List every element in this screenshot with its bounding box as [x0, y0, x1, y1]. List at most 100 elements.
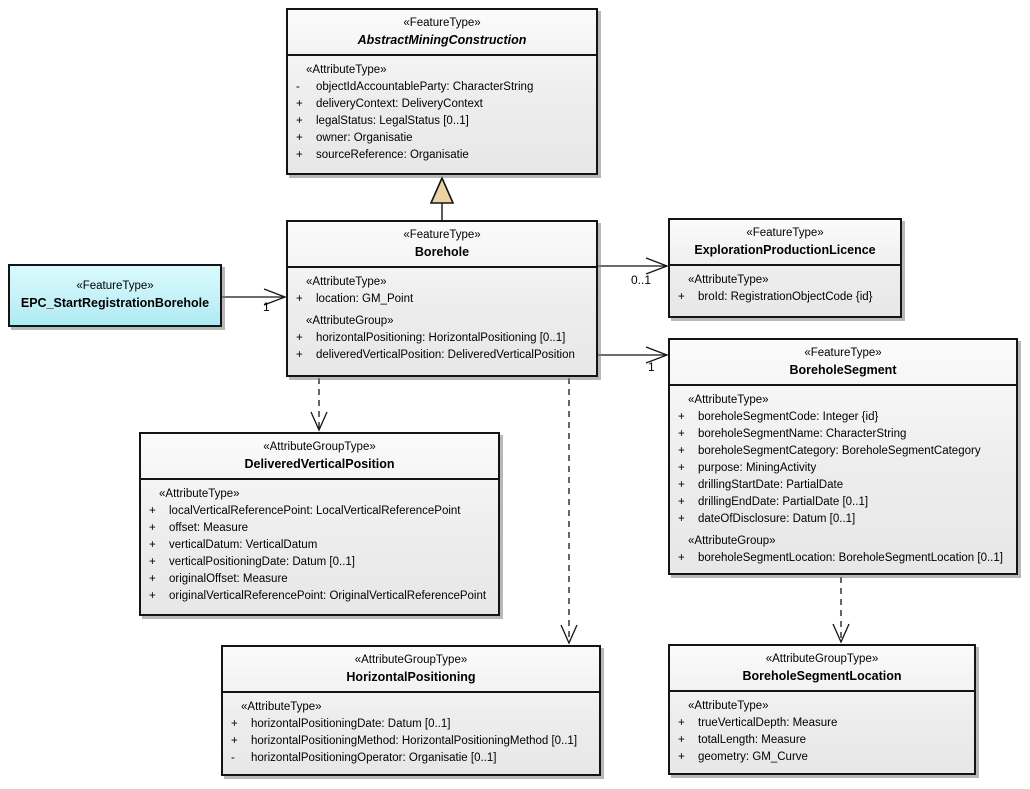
class-name: BoreholeSegmentLocation	[742, 669, 902, 683]
class-epc-startregistrationborehole[interactable]: «FeatureType» EPC_StartRegistrationBoreh…	[8, 264, 222, 327]
compartment-heading: «AttributeType»	[688, 394, 769, 406]
visibility-marker: +	[231, 718, 238, 730]
compartment-heading: «AttributeType»	[241, 701, 322, 713]
visibility-marker: +	[296, 98, 303, 110]
attribute-text: boreholeSegmentLocation: BoreholeSegment…	[698, 552, 1003, 564]
attribute-text: localVerticalReferencePoint: LocalVertic…	[169, 505, 461, 517]
attribute-text: owner: Organisatie	[316, 132, 413, 144]
class-explorationproductionlicence[interactable]: «FeatureType» ExplorationProductionLicen…	[668, 218, 902, 318]
stereotype-label: «FeatureType»	[804, 347, 882, 359]
visibility-marker: +	[149, 573, 156, 585]
multiplicity-label: 0..1	[631, 273, 652, 287]
attribute-text: boreholeSegmentName: CharacterString	[698, 428, 907, 440]
class-name: AbstractMiningConstruction	[357, 33, 527, 47]
class-header: «AttributeGroupType» HorizontalPositioni…	[223, 647, 599, 693]
attribute-text: broId: RegistrationObjectCode {id}	[698, 291, 873, 303]
visibility-marker: +	[296, 332, 303, 344]
class-boreholesegment[interactable]: «FeatureType» BoreholeSegment «Attribute…	[668, 338, 1018, 575]
attribute-compartment: «AttributeType» +boreholeSegmentCode: Int…	[670, 386, 1016, 567]
attribute-row: + boreholeSegmentLocation: BoreholeSegmen…	[678, 550, 1013, 567]
class-header: «FeatureType» EPC_StartRegistrationBoreh…	[10, 266, 220, 325]
visibility-marker: +	[296, 132, 303, 144]
connector-generalization-borehole-abstractminingconstruction[interactable]	[429, 176, 455, 220]
attribute-text: deliveredVerticalPosition: DeliveredVert…	[316, 349, 575, 361]
attribute-text: totalLength: Measure	[698, 734, 807, 746]
connector-dependency-borehole-deliveredverticalposition[interactable]	[310, 378, 328, 432]
attribute-text: verticalDatum: VerticalDatum	[169, 539, 318, 551]
attribute-text: location: GM_Point	[316, 293, 414, 305]
visibility-marker: +	[296, 149, 303, 161]
visibility-marker: +	[678, 717, 685, 729]
attribute-row: + trueVerticalDepth: Measure	[678, 715, 971, 732]
connector-dependency-borehole-horizontalpositioning[interactable]	[560, 378, 578, 645]
attribute-text: purpose: MiningActivity	[698, 462, 817, 474]
connector-association-epc-borehole[interactable]	[222, 288, 287, 306]
stereotype-label: «FeatureType»	[76, 280, 154, 292]
stereotype-label: «AttributeGroupType»	[354, 654, 468, 666]
visibility-marker: +	[678, 428, 685, 440]
class-deliveredverticalposition[interactable]: «AttributeGroupType» DeliveredVerticalPo…	[139, 432, 500, 616]
attribute-row: + offset: Measure	[149, 520, 495, 537]
attribute-text: horizontalPositioning: HorizontalPositio…	[316, 332, 566, 344]
compartment-heading: «AttributeGroup»	[688, 535, 776, 547]
attribute-row: + owner: Organisatie	[296, 130, 593, 147]
attribute-row: + boreholeSegmentName: CharacterString	[678, 426, 1013, 443]
attribute-row: +originalOffset: Measure	[149, 571, 495, 588]
class-name: EPC_StartRegistrationBorehole	[20, 296, 210, 310]
visibility-marker: +	[296, 349, 303, 361]
attribute-text: geometry: GM_Curve	[698, 751, 808, 763]
attribute-text: horizontalPositioningOperator: Organisat…	[251, 752, 497, 764]
compartment-heading: «AttributeType»	[306, 64, 387, 76]
attribute-text: horizontalPositioningMethod: HorizontalP…	[251, 735, 578, 747]
attribute-text: offset: Measure	[169, 522, 249, 534]
visibility-marker: +	[678, 552, 685, 564]
attribute-compartment: «AttributeType»+trueVerticalDepth: Measu…	[670, 692, 974, 766]
attribute-row: +originalVerticalReferencePoint: Origina…	[149, 588, 495, 605]
attribute-text: boreholeSegmentCategory: BoreholeSegment…	[698, 445, 981, 457]
visibility-marker: +	[678, 513, 685, 525]
attribute-row: +horizontalPositioningDate: Datum [0..1]	[231, 716, 596, 733]
stereotype-label: «FeatureType»	[746, 227, 824, 239]
multiplicity-label: 1	[263, 300, 270, 314]
attribute-row: +horizontalPositioningMethod: Horizontal…	[231, 733, 596, 750]
attribute-text: sourceReference: Organisatie	[316, 149, 469, 161]
visibility-marker: +	[149, 556, 156, 568]
attribute-row: +drillingEndDate: PartialDate [0..1]	[678, 494, 1013, 511]
attribute-row: + boreholeSegmentCategory: BoreholeSegmen…	[678, 443, 1013, 460]
class-header: «FeatureType» ExplorationProductionLicen…	[670, 220, 900, 266]
class-borehole[interactable]: «FeatureType» Borehole «AttributeType»+l…	[286, 220, 598, 377]
visibility-marker: +	[678, 445, 685, 457]
attribute-row: +legalStatus: LegalStatus [0..1]	[296, 113, 593, 130]
attribute-row: +localVerticalReferencePoint: LocalVerti…	[149, 503, 495, 520]
attribute-text: dateOfDisclosure: Datum [0..1]	[698, 513, 856, 525]
connector-dependency-boreholesegment-boreholesegmentlocation[interactable]	[832, 577, 850, 644]
stereotype-label: «FeatureType»	[403, 229, 481, 241]
class-name: ExplorationProductionLicence	[694, 243, 876, 257]
attribute-row: + horizontalPositioning: HorizontalPositi…	[296, 330, 593, 347]
attribute-text: originalVerticalReferencePoint: Original…	[169, 590, 487, 602]
connector-association-borehole-explorationproductionlicence[interactable]	[598, 257, 669, 275]
attribute-compartment: «AttributeType»+location: GM_Point«Attri…	[288, 268, 596, 364]
attribute-text: trueVerticalDepth: Measure	[698, 717, 838, 729]
class-header: «AttributeGroupType» BoreholeSegmentLoca…	[670, 646, 974, 692]
attribute-compartment: «AttributeType»+broId: RegistrationObjec…	[670, 266, 900, 306]
visibility-marker: +	[149, 522, 156, 534]
class-horizontalpositioning[interactable]: «AttributeGroupType» HorizontalPositioni…	[221, 645, 601, 776]
attribute-row: +verticalPositioningDate: Datum [0..1]	[149, 554, 495, 571]
attribute-row: +geometry: GM_Curve	[678, 749, 971, 766]
attribute-compartment: «AttributeType»-objectIdAccountableParty…	[288, 56, 596, 164]
attribute-row: +deliveryContext: DeliveryContext	[296, 96, 593, 113]
attribute-row: +boreholeSegmentCode: Integer {id}	[678, 409, 1013, 426]
attribute-text: drillingStartDate: PartialDate	[698, 479, 844, 491]
attribute-row: + dateOfDisclosure: Datum [0..1]	[678, 511, 1013, 528]
visibility-marker: -	[231, 752, 235, 764]
visibility-marker: +	[678, 291, 685, 303]
attribute-row: + location: GM_Point	[296, 291, 593, 308]
compartment-heading: «AttributeType»	[159, 488, 240, 500]
class-boreholesegmentlocation[interactable]: «AttributeGroupType» BoreholeSegmentLoca…	[668, 644, 976, 775]
class-name: HorizontalPositioning	[346, 670, 476, 684]
connector-association-borehole-boreholesegment[interactable]	[598, 346, 669, 364]
class-abstractminingconstruction[interactable]: «FeatureType» AbstractMiningConstruction…	[286, 8, 598, 175]
visibility-marker: +	[296, 293, 303, 305]
